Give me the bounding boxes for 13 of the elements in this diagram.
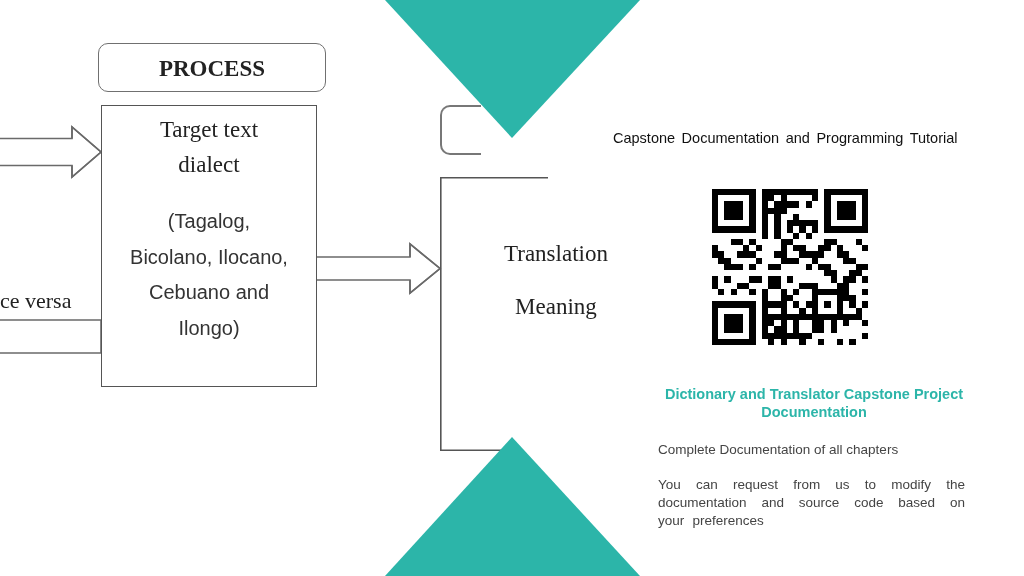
dialect-heading: Target text dialect xyxy=(158,116,260,179)
cut-off-text: ce versa xyxy=(0,288,72,314)
panel-heading: Dictionary and Translator Capstone Project Documentation xyxy=(663,385,965,421)
description-text: Complete Documentation of all chapters xyxy=(658,441,900,459)
tagline: Capstone Documentation and Programming Tutorial xyxy=(613,130,959,146)
process-box xyxy=(101,105,317,387)
dialect-list: (Tagalog, Bicolano, Ilocano, Cebuano and Ilongo) xyxy=(124,204,294,346)
output-text: Meaning xyxy=(514,293,598,321)
output-text: Translation xyxy=(503,240,609,268)
header-box xyxy=(98,43,326,92)
box-heading: PROCESS xyxy=(157,55,267,83)
description-text: You can request from us to modify the documentation and source code based on your preferences xyxy=(658,476,965,530)
header-box xyxy=(440,105,481,155)
